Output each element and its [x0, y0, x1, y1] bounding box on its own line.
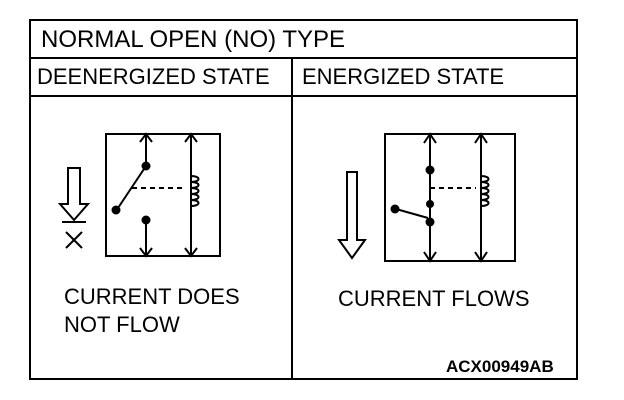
figure-code: ACX00949AB: [446, 357, 554, 376]
energized-relay-symbol: [384, 132, 516, 263]
energized-contacts: [390, 165, 435, 227]
no-current-arrow-icon: [57, 167, 91, 249]
diagram-title: NORMAL OPEN (NO) TYPE: [41, 26, 346, 53]
energized-caption: CURRENT FLOWS: [338, 286, 530, 311]
deenergized-caption-line1: CURRENT DOES: [64, 284, 240, 309]
deenergized-caption-line2: NOT FLOW: [64, 312, 180, 337]
deenergized-contacts: [111, 161, 151, 225]
current-flow-arrow-icon: [337, 171, 367, 260]
deenergized-relay-symbol: [105, 132, 221, 258]
outer-border: [29, 19, 578, 380]
deenergized-header: DEENERGIZED STATE: [37, 64, 270, 89]
energized-header: ENERGIZED STATE: [302, 64, 505, 89]
